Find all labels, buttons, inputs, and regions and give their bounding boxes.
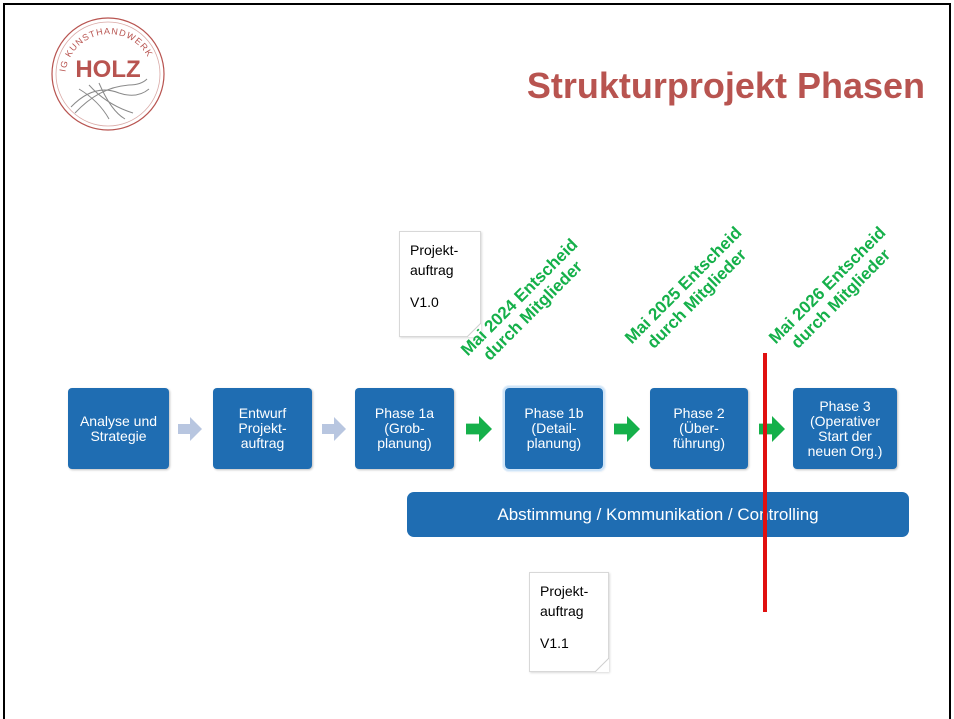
note-version: V1.0 (410, 294, 439, 310)
page-fold-icon (467, 323, 481, 337)
note-line-2: auftrag (540, 603, 584, 619)
project-order-note-v1-0: Projekt- auftrag V1.0 (399, 231, 481, 337)
arrow-right-icon (178, 417, 202, 441)
page-title: Strukturprojekt Phasen (526, 65, 925, 106)
arrow-right-icon (759, 416, 785, 442)
arrow-right-icon (322, 417, 346, 441)
decision-label-2025: Mai 2025 Entscheid durch Mitglieder (616, 218, 763, 365)
phase-box-3: Phase 3 (Operativer Start der neuen Org.… (793, 388, 897, 469)
project-order-note-v1-1: Projekt- auftrag V1.1 (529, 572, 609, 672)
phase-box-1a: Phase 1a (Grob- planung) (355, 388, 454, 469)
note-line-1: Projekt- (410, 242, 459, 258)
arrow-right-icon (466, 416, 492, 442)
slide: IG KUNSTHANDWERK HOLZ Strukturprojekt Ph… (3, 3, 951, 719)
arrow-right-icon (614, 416, 640, 442)
ig-kunsthandwerk-holz-logo: IG KUNSTHANDWERK HOLZ (51, 17, 165, 131)
note-line-1: Projekt- (540, 583, 589, 599)
phase-box-1b: Phase 1b (Detail- planung) (503, 386, 605, 471)
phase-box-analysis: Analyse und Strategie (68, 388, 169, 469)
decision-line-2: durch Mitglieder (643, 245, 751, 353)
phase-box-2: Phase 2 (Über- führung) (650, 388, 748, 469)
phase-box-draft-order: Entwurf Projekt- auftrag (213, 388, 312, 469)
decision-line-1: Mai 2025 Entscheid (621, 223, 746, 348)
decision-line-2: durch Mitglieder (479, 257, 587, 365)
current-status-marker-line (763, 353, 767, 612)
decision-line-2: durch Mitglieder (787, 245, 895, 353)
page-fold-icon (595, 658, 609, 672)
note-version: V1.1 (540, 635, 569, 651)
decision-line-1: Mai 2026 Entscheid (765, 223, 890, 348)
coordination-bar: Abstimmung / Kommunikation / Controlling (407, 492, 909, 537)
note-line-2: auftrag (410, 262, 454, 278)
svg-text:HOLZ: HOLZ (75, 56, 140, 83)
decision-label-2026: Mai 2026 Entscheid durch Mitglieder (760, 218, 907, 365)
